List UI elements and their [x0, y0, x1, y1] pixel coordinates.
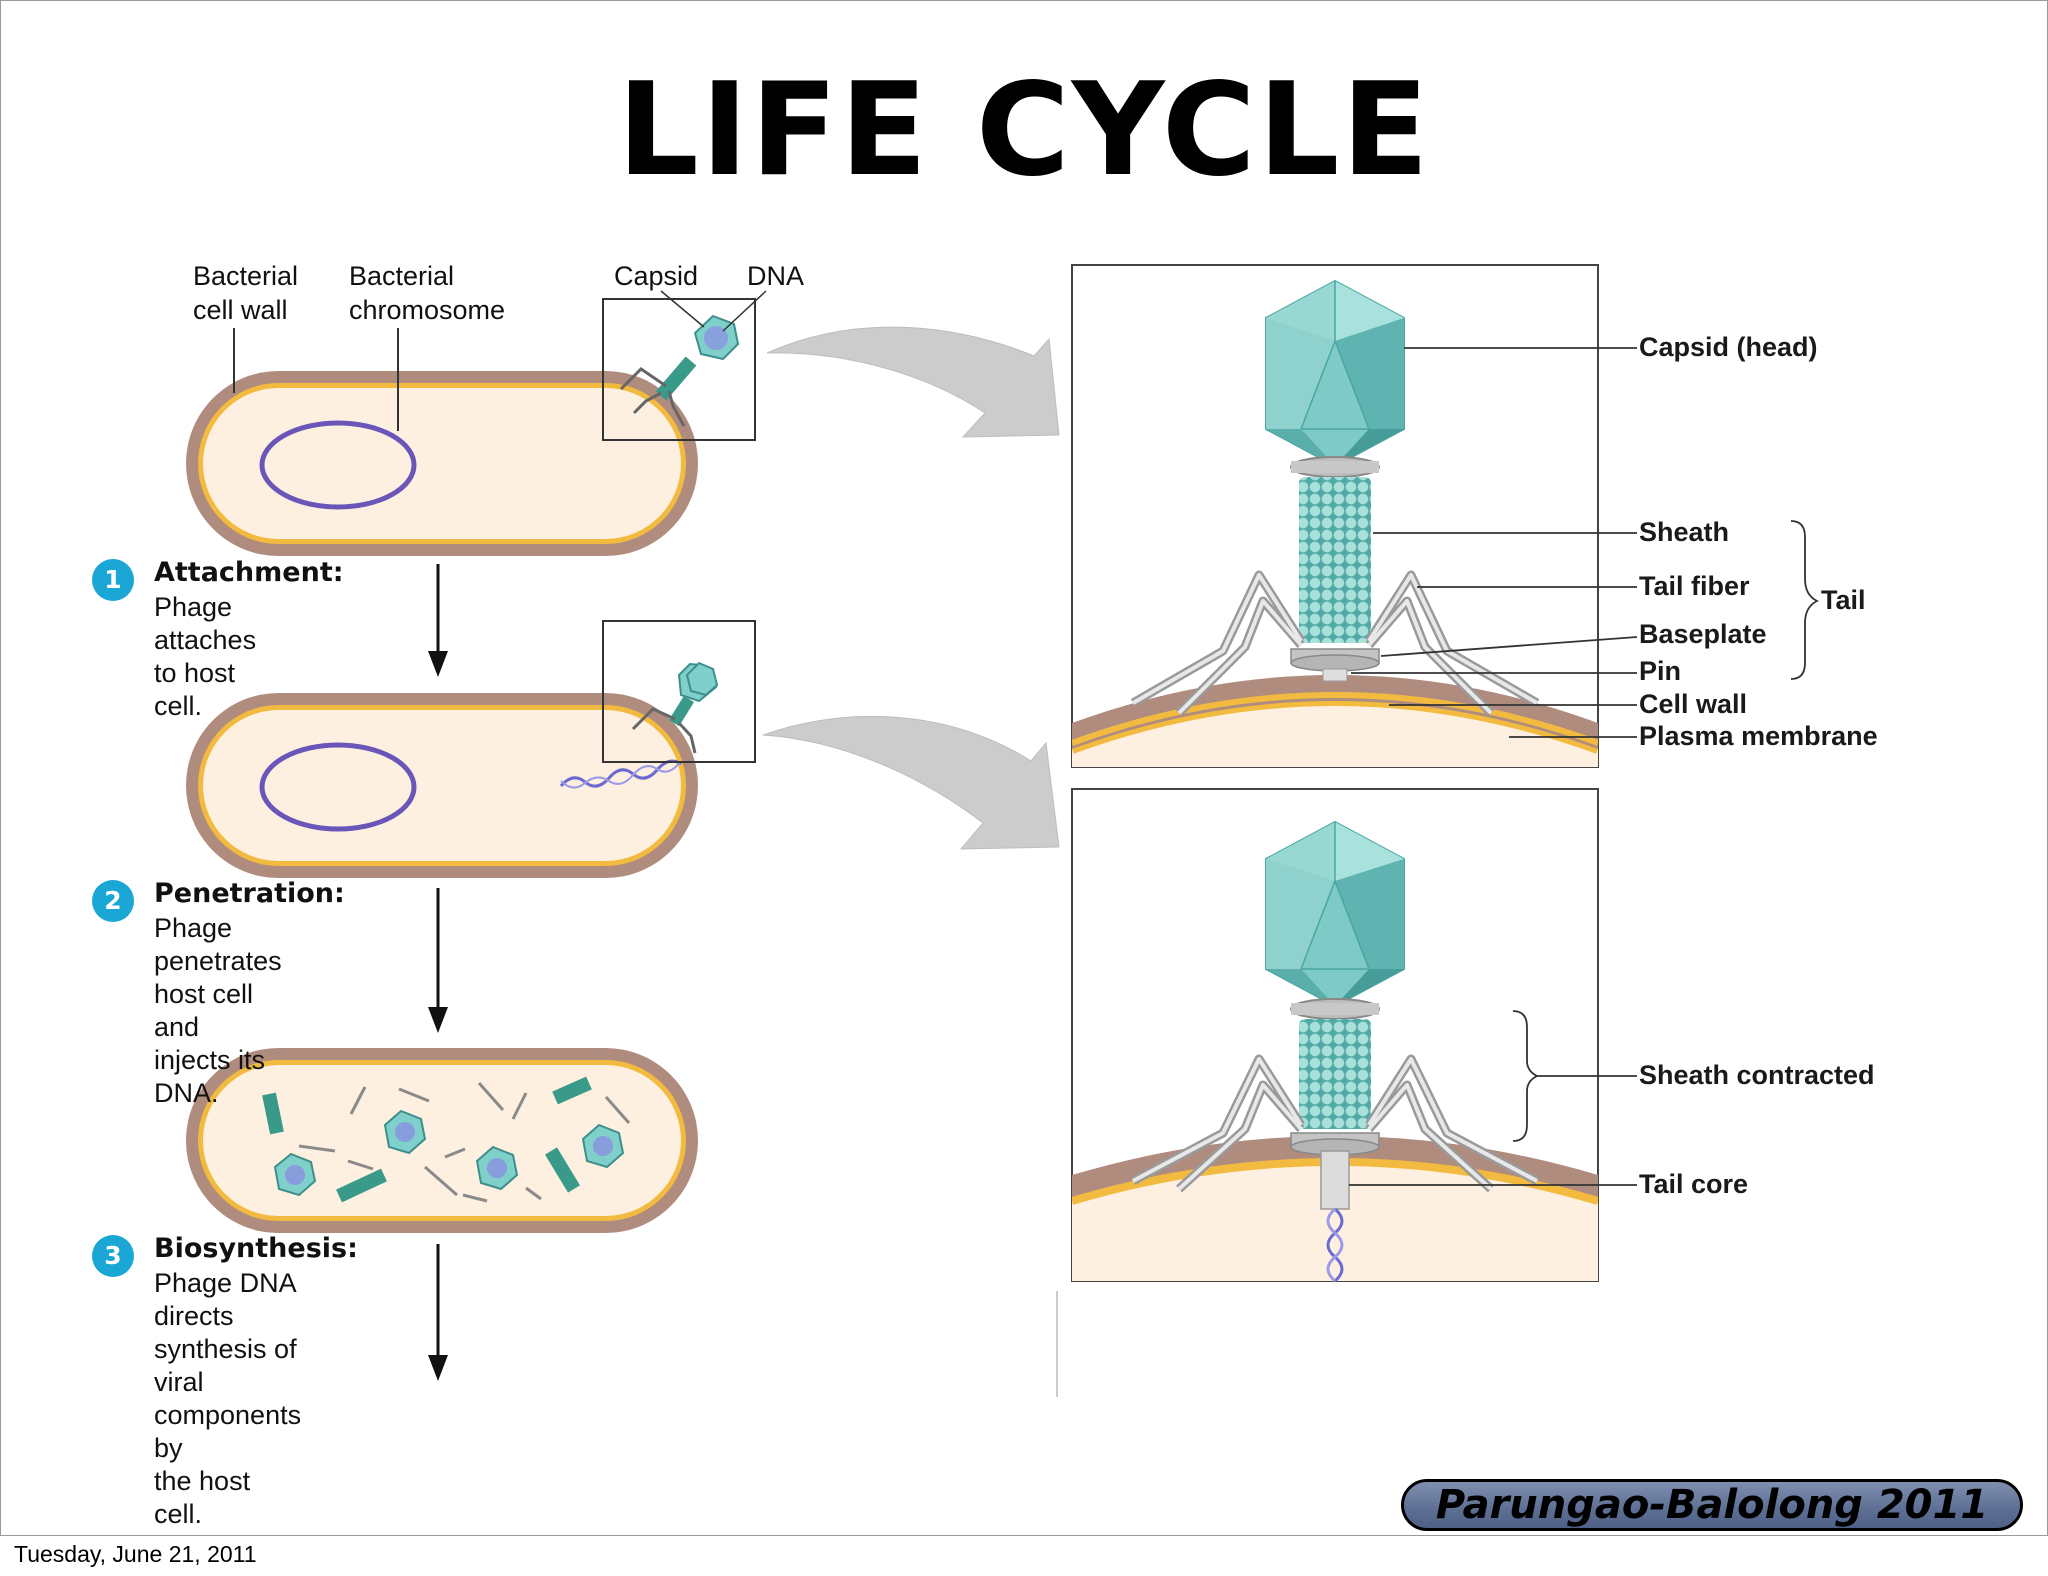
slide-date: Tuesday, June 21, 2011	[14, 1541, 257, 1567]
label-baseplate: Baseplate	[1639, 619, 1767, 649]
step-heading: Biosynthesis:	[154, 1233, 358, 1264]
label-tail-core: Tail core	[1639, 1169, 1749, 1199]
life-cycle-diagram	[186, 264, 1820, 1397]
label-cell-wall: Cell wall	[1639, 689, 1748, 719]
slide-title: LIFE CYCLE	[617, 56, 1431, 205]
label-tail-fiber: Tail fiber	[1639, 571, 1750, 601]
step-number-badge: 3	[92, 1235, 134, 1277]
step-description: Phage penetrates host cell and injects i…	[154, 913, 282, 1108]
step-heading: Penetration:	[154, 878, 345, 909]
bacterial-cell-1	[186, 371, 698, 556]
label-plasma-membrane: Plasma membrane	[1639, 721, 1878, 751]
label-bacterial-chromosome: Bacterial chromosome	[349, 261, 506, 325]
author-badge-text: Parungao-Balolong 2011	[1435, 1482, 1989, 1528]
label-pin: Pin	[1639, 656, 1682, 686]
bacterial-chromosome-2	[259, 742, 417, 832]
label-sheath: Sheath	[1639, 517, 1730, 547]
label-capsid: Capsid	[614, 261, 699, 291]
step-description: Phage attaches to host cell.	[154, 592, 257, 721]
label-sheath-contracted: Sheath contracted	[1639, 1060, 1875, 1090]
step-number-badge: 2	[92, 880, 134, 922]
arrow-zoom-1	[766, 326, 1060, 438]
author-badge: Parungao-Balolong 2011	[1401, 1479, 2023, 1531]
bacterial-cell-2	[186, 693, 698, 878]
step-description: Phage DNA directs synthesis of viral com…	[154, 1268, 302, 1529]
bacterial-chromosome-1	[259, 420, 417, 510]
arrow-zoom-2	[762, 715, 1060, 850]
label-capsid-head: Capsid (head)	[1639, 332, 1818, 362]
step-number-badge: 1	[92, 559, 134, 601]
label-dna: DNA	[747, 261, 805, 291]
bacterial-cell-3	[186, 1048, 698, 1233]
label-tail: Tail	[1821, 585, 1866, 615]
phage-inset-penetration	[602, 620, 756, 763]
phage-structure-panel	[1071, 264, 1599, 768]
step-heading: Attachment:	[154, 557, 344, 588]
slide: LIFE CYCLE	[0, 0, 2048, 1536]
label-bacterial-cell-wall: Bacterial cell wall	[193, 261, 299, 325]
phage-inset-attachment	[602, 290, 767, 441]
phage-contracted-panel	[1071, 788, 1599, 1283]
